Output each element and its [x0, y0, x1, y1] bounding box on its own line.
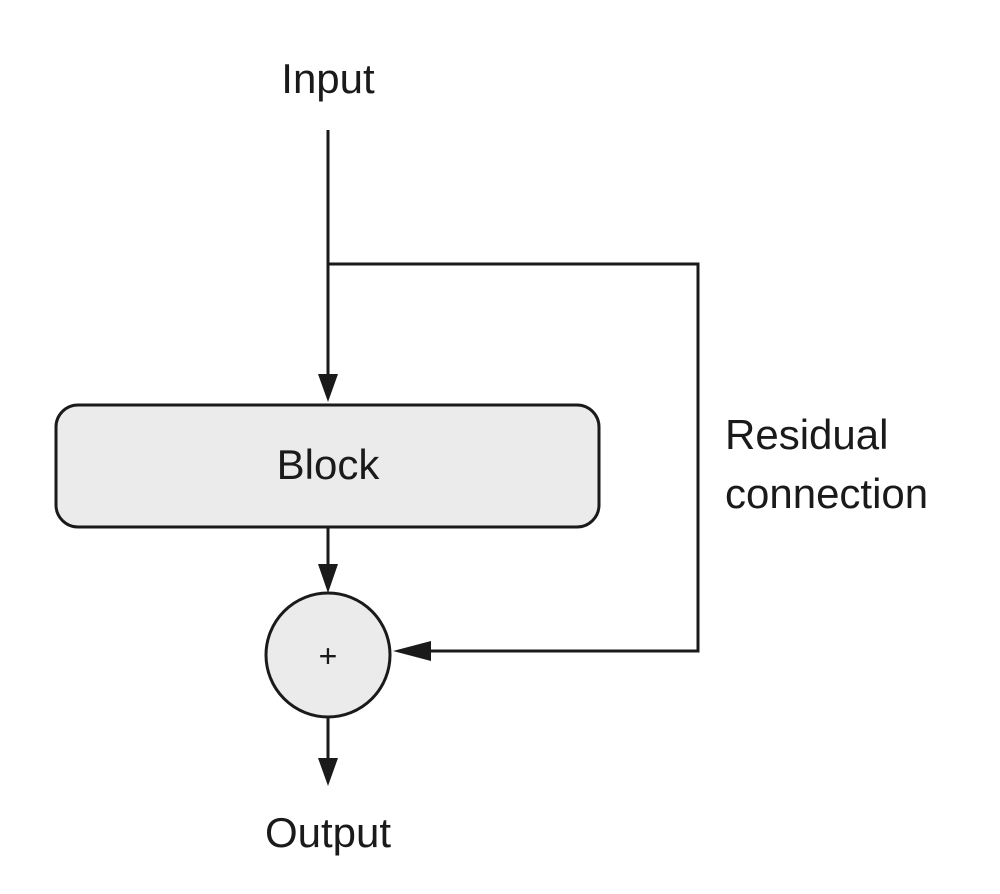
add-label: + — [319, 638, 338, 674]
input-label: Input — [281, 55, 375, 102]
residual-label-line2: connection — [725, 470, 928, 517]
output-label: Output — [265, 809, 391, 856]
residual-connection-line — [328, 262, 700, 653]
block-label: Block — [277, 441, 381, 488]
residual-connection-arrowhead — [393, 641, 431, 661]
input-to-block-arrowhead — [318, 374, 338, 402]
block-to-add-arrowhead — [318, 564, 338, 593]
add-to-output-arrowhead — [318, 758, 338, 786]
residual-label-line1: Residual — [725, 411, 888, 458]
